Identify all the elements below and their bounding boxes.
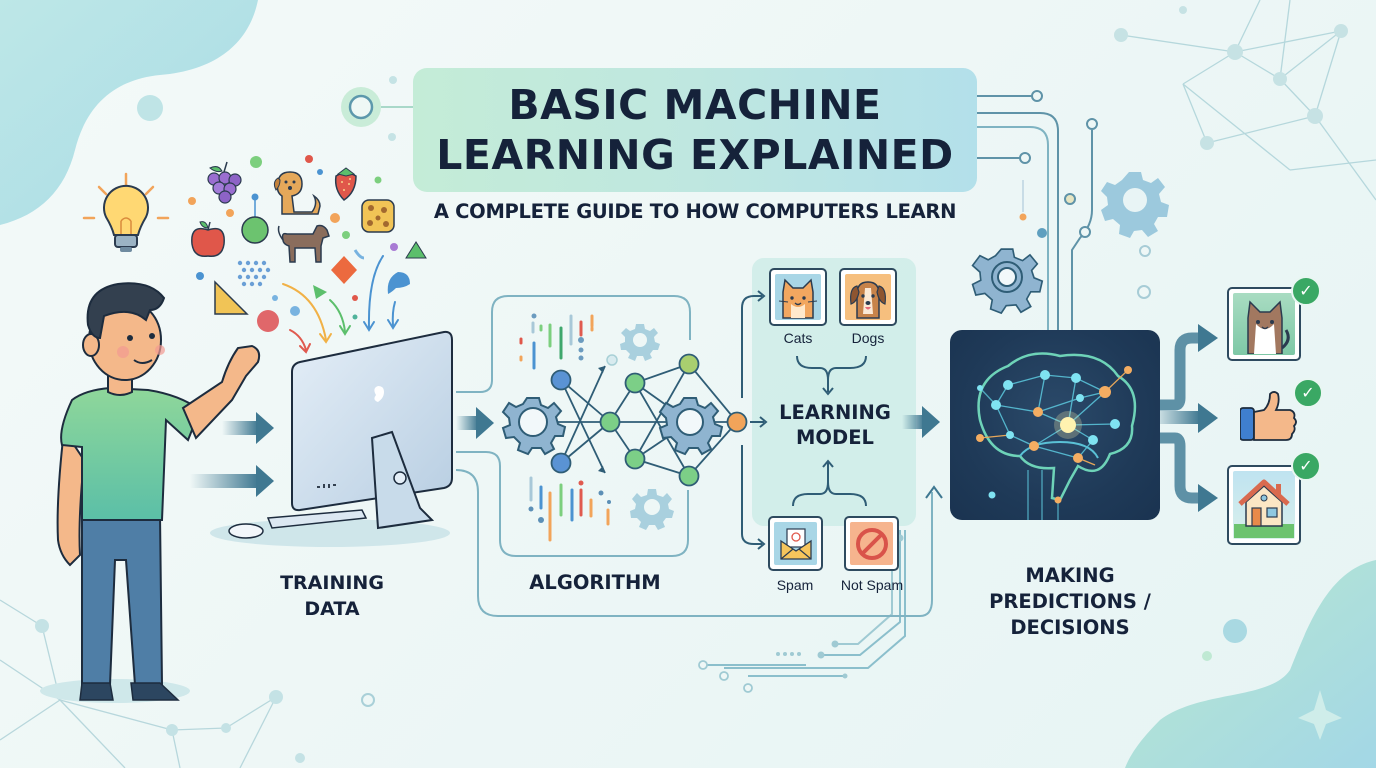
apple-icon bbox=[191, 221, 225, 257]
arrow-icon bbox=[190, 412, 274, 497]
dog-icon bbox=[850, 281, 886, 319]
prohibited-icon bbox=[855, 527, 888, 560]
example-tile-spam bbox=[768, 516, 823, 571]
stage-label-algorithm: ALGORITHM bbox=[529, 571, 661, 594]
stage-label-training-data: TRAINING DATA bbox=[280, 572, 384, 620]
stage-label-learning-model: LEARNING MODEL bbox=[779, 401, 891, 449]
brain-panel bbox=[950, 330, 1160, 520]
stage-label-predictions: MAKING PREDICTIONS / DECISIONS bbox=[989, 564, 1151, 639]
circuit-lines bbox=[977, 95, 1093, 330]
brain-icon bbox=[976, 352, 1137, 520]
network-decoration bbox=[1120, 0, 1376, 201]
gear-icon bbox=[971, 248, 1044, 315]
dog-icon bbox=[277, 224, 330, 263]
example-label-cats: Cats bbox=[783, 330, 813, 346]
example-tile-not-spam bbox=[844, 516, 899, 571]
triangle-icon bbox=[405, 241, 427, 259]
title-line-1: BASIC MACHINE bbox=[508, 81, 882, 129]
diamond-icon bbox=[331, 256, 357, 284]
gear-icon bbox=[620, 324, 660, 361]
gear-icon bbox=[658, 397, 724, 456]
example-label-dogs: Dogs bbox=[851, 330, 885, 346]
envelope-icon bbox=[779, 527, 812, 560]
strawberry-icon bbox=[334, 167, 357, 201]
grapes-icon bbox=[207, 161, 242, 204]
output-tile-house bbox=[1227, 465, 1301, 545]
background-blob bbox=[0, 0, 258, 225]
gear-icon bbox=[1101, 172, 1169, 238]
dots-pattern-icon bbox=[237, 260, 271, 287]
example-tile-dogs bbox=[839, 268, 897, 326]
gear-icon bbox=[501, 397, 567, 456]
triangle-icon bbox=[214, 280, 249, 315]
example-label-not-spam: Not Spam bbox=[840, 577, 904, 593]
thumbs-up-icon bbox=[1240, 391, 1297, 441]
house-icon bbox=[1234, 479, 1294, 538]
triangle-icon bbox=[313, 285, 327, 299]
title-banner: BASIC MACHINE LEARNING EXPLAINED bbox=[413, 68, 977, 192]
example-tile-cats bbox=[769, 268, 827, 326]
cat-icon bbox=[778, 278, 818, 319]
circle-icon bbox=[241, 193, 269, 244]
check-icon: ✓ bbox=[1291, 276, 1321, 306]
gear-icon bbox=[630, 489, 674, 530]
circle-icon bbox=[257, 310, 279, 332]
network-decoration bbox=[0, 599, 277, 768]
person-illustration bbox=[40, 282, 261, 703]
check-icon: ✓ bbox=[1291, 451, 1321, 481]
cookie-icon bbox=[361, 199, 395, 233]
shape-icon bbox=[387, 272, 410, 294]
lightbulb-icon bbox=[82, 172, 170, 252]
check-icon: ✓ bbox=[1293, 378, 1323, 408]
subtitle: A COMPLETE GUIDE TO HOW COMPUTERS LEARN bbox=[433, 200, 957, 223]
title-line-2: LEARNING EXPLAINED bbox=[436, 131, 954, 179]
arrow-icon bbox=[476, 407, 494, 439]
sparkle-icon bbox=[1298, 690, 1342, 740]
output-tile-cat bbox=[1227, 287, 1301, 361]
cat-icon bbox=[1247, 300, 1290, 354]
example-label-spam: Spam bbox=[776, 577, 814, 593]
dog-icon bbox=[273, 171, 321, 215]
arrow-icon bbox=[922, 406, 940, 438]
computer-icon bbox=[210, 330, 453, 547]
